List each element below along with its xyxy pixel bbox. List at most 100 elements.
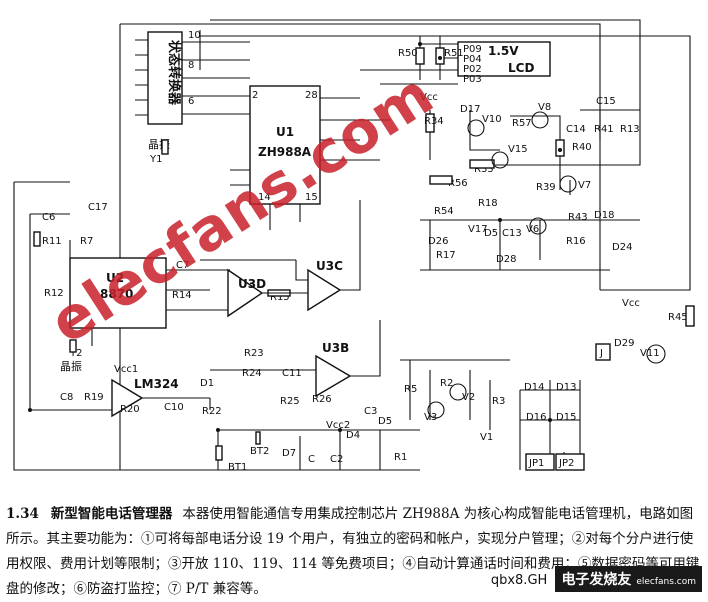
v2-label: V2 xyxy=(462,392,475,403)
d14-label: D14 xyxy=(524,382,544,393)
r40-label: R40 xyxy=(572,142,592,153)
d5b-label: D5 xyxy=(378,416,392,427)
lcd-label: LCD xyxy=(508,61,534,75)
r19-label: R19 xyxy=(84,392,104,403)
logo-sub: elecfans.com xyxy=(636,577,696,587)
u3d-label: U3D xyxy=(238,277,266,291)
r23-label: R23 xyxy=(244,348,264,359)
c11-label: C11 xyxy=(282,368,302,379)
pin-label: 6 xyxy=(188,96,194,107)
c-label: C xyxy=(308,454,315,465)
r54-label: R54 xyxy=(434,206,454,217)
c15-label: C15 xyxy=(596,96,616,107)
r3-label: R3 xyxy=(492,396,505,407)
pin-label: 14 xyxy=(258,192,271,203)
d13-label: D13 xyxy=(556,382,576,393)
r26-label: R26 xyxy=(312,394,332,405)
r20-label: R20 xyxy=(120,404,140,415)
caption-number: 1.34 xyxy=(6,506,39,522)
r14-label: R14 xyxy=(172,290,192,301)
d18-label: D18 xyxy=(594,210,614,221)
d26-label: D26 xyxy=(428,236,448,247)
jack-jp1 xyxy=(525,453,555,471)
v8-label: V8 xyxy=(538,102,551,113)
jack-jp2 xyxy=(555,453,585,471)
r33-label: R33 xyxy=(474,164,494,175)
lcd-pin: P09 xyxy=(463,44,482,55)
v3-label: V3 xyxy=(424,412,437,423)
lcd-pin: P04 xyxy=(463,54,482,65)
stamp-code: qbx8.GH xyxy=(490,573,548,588)
ic-u2 xyxy=(69,257,167,329)
caption-body: 本器使用智能通信专用集成控制芯片 ZH988A 为核心构成智能电话管理机，电路如… xyxy=(6,506,700,597)
r12-label: R12 xyxy=(44,288,64,299)
state-converter-label: 状态转换器 xyxy=(166,40,182,106)
r17-label: R17 xyxy=(436,250,456,261)
d29-label: D29 xyxy=(614,338,634,349)
u2-name: U2 xyxy=(106,271,124,285)
j-label: J xyxy=(599,348,603,359)
pin-label: 10 xyxy=(188,30,201,41)
c10-label: C10 xyxy=(164,402,184,413)
transistor-v15 xyxy=(491,151,509,169)
state-converter-box xyxy=(147,31,183,125)
u1-part: ZH988A xyxy=(258,145,312,159)
d4-label: D4 xyxy=(346,430,360,441)
r51-label: R51 xyxy=(444,48,464,59)
transistor-v6 xyxy=(529,217,547,235)
v6-label: V6 xyxy=(526,224,539,235)
r1-label: R1 xyxy=(394,452,407,463)
r24-label: R24 xyxy=(242,368,262,379)
relay-j xyxy=(595,343,611,361)
c17-label: C17 xyxy=(88,202,108,213)
battery-bt2 xyxy=(255,431,261,445)
opamp-u3c xyxy=(307,268,342,312)
elecfans-logo: 电子发烧友 elecfans.com xyxy=(555,566,702,592)
vcc1-label: Vcc1 xyxy=(114,364,138,375)
crystal-y1 xyxy=(161,139,169,155)
lm324-label: LM324 xyxy=(134,377,179,391)
r34-label: R34 xyxy=(424,116,444,127)
transistor-v11 xyxy=(646,344,666,364)
c14-label: C14 xyxy=(566,124,586,135)
c2-label: C2 xyxy=(330,454,343,465)
bt1-label: BT1 xyxy=(228,462,247,473)
lcd-pin: P03 xyxy=(463,74,482,85)
v7-label: V7 xyxy=(578,180,591,191)
d7-label: D7 xyxy=(282,448,296,459)
site-stamp: qbx8.GH 电子发烧友 elecfans.com xyxy=(491,566,702,592)
c7-label: C7 xyxy=(176,260,189,271)
resistor-r56 xyxy=(429,175,453,185)
v11-label: V11 xyxy=(640,348,660,359)
r15-label: R15 xyxy=(270,292,290,303)
transistor-v8 xyxy=(531,111,549,129)
lcd-voltage: 1.5V xyxy=(488,44,519,58)
r18-label: R18 xyxy=(478,198,498,209)
r45-label: R45 xyxy=(668,312,688,323)
vcc-label: Vcc xyxy=(622,298,640,309)
d28-label: D28 xyxy=(496,254,516,265)
pin-label: 2 xyxy=(252,90,258,101)
v15-label: V15 xyxy=(508,144,528,155)
c8-label: C8 xyxy=(60,392,73,403)
y1-label: Y1 xyxy=(149,154,162,165)
r7-label: R7 xyxy=(80,236,93,247)
d24-label: D24 xyxy=(612,242,632,253)
r11-label: R11 xyxy=(42,236,62,247)
u3b-label: U3B xyxy=(322,341,349,355)
u2-part: 8870 xyxy=(100,287,133,301)
u3c-label: U3C xyxy=(316,259,343,273)
lcd-display xyxy=(457,41,551,77)
r25-label: R25 xyxy=(280,396,300,407)
opamp-lm324 xyxy=(111,378,144,418)
pin-label: 8 xyxy=(188,60,194,71)
d5-label: D5 xyxy=(484,228,498,239)
resistor-r11 xyxy=(33,231,41,247)
d15-label: D15 xyxy=(556,412,576,423)
r16-label: R16 xyxy=(566,236,586,247)
bt2-label: BT2 xyxy=(250,446,269,457)
y2-label: Y2 xyxy=(69,348,82,359)
resistor-r50 xyxy=(415,47,425,65)
ic-u1 xyxy=(249,85,321,205)
r5-label: R5 xyxy=(404,384,417,395)
